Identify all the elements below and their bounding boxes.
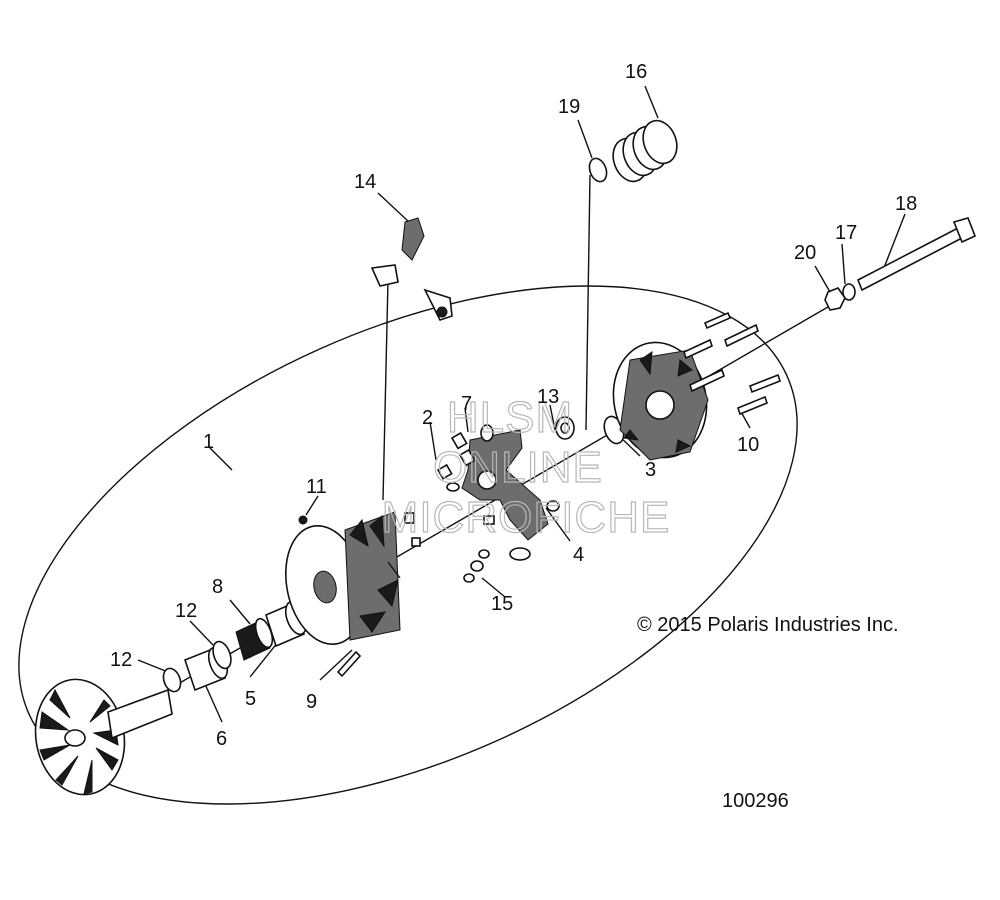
- bolts-10: [683, 311, 781, 416]
- sheave-pin: [387, 561, 401, 579]
- weights-14: [370, 217, 453, 321]
- callout-15: 15: [491, 593, 513, 615]
- bearing-8: [235, 617, 274, 661]
- rollers-2-7: [404, 424, 560, 547]
- assembly-outline: [18, 285, 798, 805]
- callout-13: 13: [537, 386, 559, 408]
- callout-8: 8: [212, 576, 223, 598]
- ring-12-upper: [212, 640, 232, 670]
- ring-12-lower: [162, 667, 182, 693]
- callout-9: 9: [306, 691, 317, 713]
- watermark: HLSM ONLINE MICROFICHE: [381, 392, 671, 542]
- pin-9: [336, 650, 362, 678]
- callout-4: 4: [573, 544, 584, 566]
- callout-12-lower: 12: [110, 649, 132, 671]
- callout-10: 10: [737, 434, 759, 456]
- bolt-18: [856, 217, 977, 292]
- callout-3: 3: [645, 459, 656, 481]
- washer-13: [555, 416, 575, 440]
- callout-17: 17: [835, 222, 857, 244]
- figure-id: 100296: [722, 790, 789, 812]
- callout-6: 6: [216, 728, 227, 750]
- callout-11: 11: [306, 476, 327, 498]
- callouts: 1 2 3 4 5 6 7 8 9 10 11 12 12 13 14 15 1…: [110, 61, 917, 750]
- fasteners-15: [463, 549, 490, 583]
- spider-cover: [612, 341, 709, 461]
- callout-20: 20: [794, 242, 816, 264]
- svg-text:MICROFICHE: MICROFICHE: [382, 493, 671, 542]
- svg-text:HLSM: HLSM: [447, 393, 573, 442]
- guide-line-spring: [585, 174, 591, 431]
- callout-12-upper: 12: [175, 600, 197, 622]
- callout-19: 19: [558, 96, 580, 118]
- set-screw-11: [298, 515, 308, 525]
- fixed-sheave: [34, 678, 173, 796]
- ring-19: [588, 157, 608, 183]
- callout-18: 18: [895, 193, 917, 215]
- spider-4: [461, 429, 549, 561]
- moveable-sheave: [284, 511, 401, 646]
- spring-16: [612, 119, 678, 183]
- washer-17: [842, 283, 856, 301]
- svg-text:ONLINE: ONLINE: [433, 443, 603, 492]
- callout-14: 14: [354, 171, 376, 193]
- callout-7: 7: [461, 393, 472, 415]
- callout-2: 2: [422, 407, 433, 429]
- callout-16: 16: [625, 61, 647, 83]
- callout-5: 5: [245, 688, 256, 710]
- guide-line-weight: [382, 279, 389, 501]
- callout-1: 1: [203, 431, 214, 453]
- nut-20: [824, 287, 846, 311]
- copyright-notice: © 2015 Polaris Industries Inc.: [637, 614, 899, 636]
